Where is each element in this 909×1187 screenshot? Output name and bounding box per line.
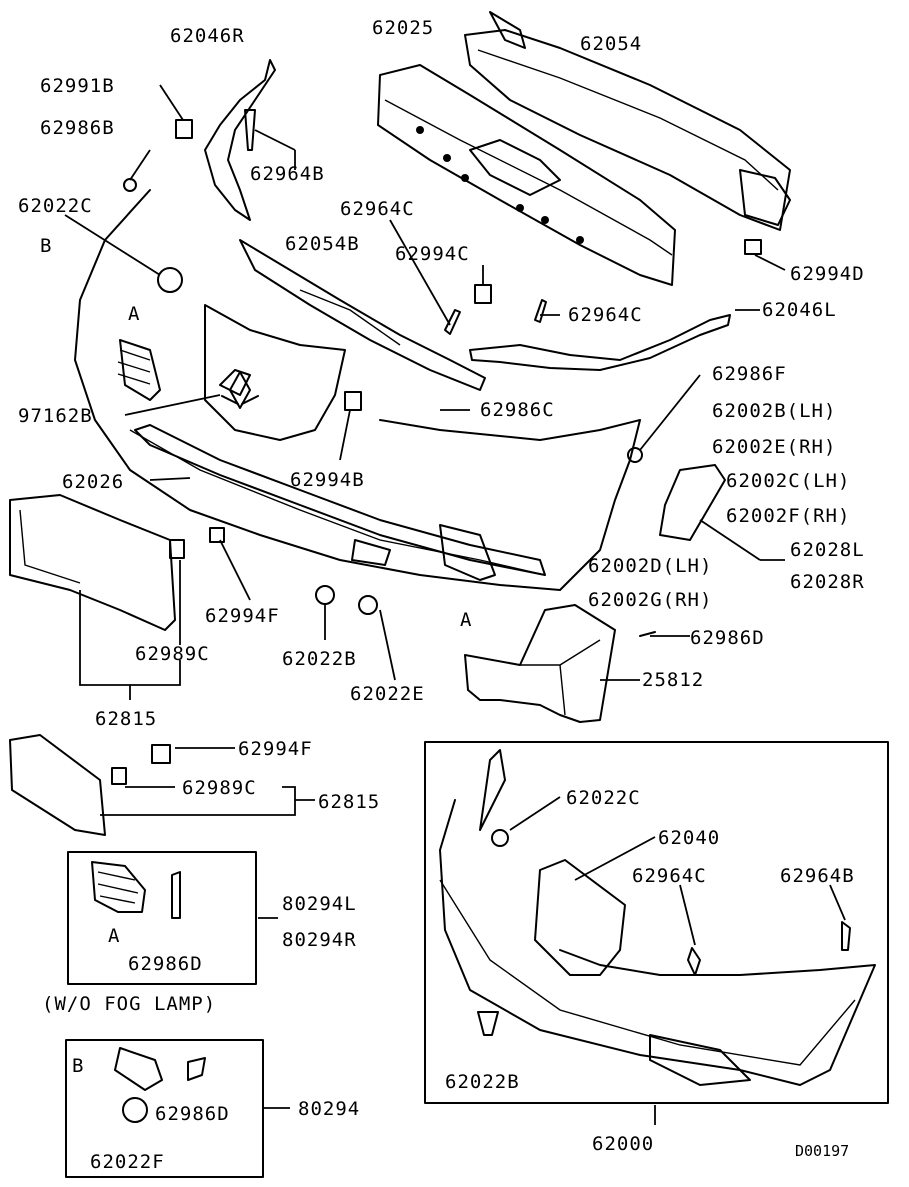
duct-25812 <box>464 604 616 723</box>
leader-lines <box>64 84 846 1125</box>
label-62022C-top: 62022C <box>18 195 93 217</box>
label-62002D-LH: 62002D(LH) <box>588 555 712 577</box>
bracket-62046L <box>469 314 731 371</box>
label-62964C-mid: 62964C <box>568 304 643 326</box>
letter-b-upper: B <box>40 235 52 257</box>
label-62994F-bottom: 62994F <box>238 738 313 760</box>
label-62986D-mid: 62986D <box>690 627 765 649</box>
fog-cover-box <box>67 851 257 985</box>
label-62046R: 62046R <box>170 25 245 47</box>
label-62994C: 62994C <box>395 243 470 265</box>
bracket-62054B <box>239 239 486 391</box>
label-62986F: 62986F <box>712 363 787 385</box>
letter-a-lower: A <box>460 609 472 631</box>
label-62986D-fog: 62986D <box>128 953 203 975</box>
label-62986D-bracket: 62986D <box>155 1103 230 1125</box>
label-62028R: 62028R <box>790 571 865 593</box>
letter-b-lower: B <box>72 1055 84 1077</box>
label-62986B: 62986B <box>40 117 115 139</box>
label-62022C-box: 62022C <box>566 787 641 809</box>
label-62815-top: 62815 <box>95 708 157 730</box>
grille-a-left <box>117 349 151 385</box>
part-labels: 62046R 62025 62054 62991B 62986B 62964B … <box>18 17 865 1173</box>
label-62994F-top: 62994F <box>205 605 280 627</box>
plate-base-62815-bottom <box>9 734 106 836</box>
reinforcement-62054 <box>464 11 791 231</box>
drawing-code: D00197 <box>795 1142 849 1160</box>
label-25812: 25812 <box>642 669 704 691</box>
label-62000: 62000 <box>592 1133 654 1155</box>
label-62022B-mid: 62022B <box>282 648 357 670</box>
bracket-62046R <box>204 59 276 221</box>
label-62054B: 62054B <box>285 233 360 255</box>
label-62989C-bottom: 62989C <box>182 777 257 799</box>
plate-base-62815-top <box>9 494 176 631</box>
label-62054: 62054 <box>580 33 642 55</box>
bumper-fascia <box>74 189 641 591</box>
label-62028L: 62028L <box>790 539 865 561</box>
bumper-assembly-62000-box <box>424 741 889 1104</box>
label-62002B-LH: 62002B(LH) <box>712 400 836 422</box>
bracket-62028 <box>659 464 726 541</box>
label-80294: 80294 <box>298 1098 360 1120</box>
emblem-97162B <box>221 371 259 409</box>
label-62994D: 62994D <box>790 263 865 285</box>
label-62994B: 62994B <box>290 469 365 491</box>
label-62815-bottom: 62815 <box>318 791 380 813</box>
label-62025: 62025 <box>372 17 434 39</box>
letter-a-fog: A <box>108 925 120 947</box>
label-62026: 62026 <box>62 471 124 493</box>
label-62964C-top: 62964C <box>340 198 415 220</box>
label-62040: 62040 <box>658 827 720 849</box>
label-62002G-RH: 62002G(RH) <box>588 589 712 611</box>
label-97162B: 97162B <box>18 405 93 427</box>
label-62046L: 62046L <box>762 299 837 321</box>
label-62022B-box: 62022B <box>445 1071 520 1093</box>
note-without-fog-lamp: (W/O FOG LAMP) <box>42 993 216 1015</box>
label-62989C-top: 62989C <box>135 643 210 665</box>
label-62986C: 62986C <box>480 399 555 421</box>
label-80294R: 80294R <box>282 929 357 951</box>
label-62002C-LH: 62002C(LH) <box>726 470 850 492</box>
label-62022E: 62022E <box>350 683 425 705</box>
label-62964C-box: 62964C <box>632 865 707 887</box>
label-62022F: 62022F <box>90 1151 165 1173</box>
letter-a-upper: A <box>128 303 140 325</box>
label-62991B: 62991B <box>40 75 115 97</box>
label-62964B-box: 62964B <box>780 865 855 887</box>
label-62964B-top: 62964B <box>250 163 325 185</box>
label-80294L: 80294L <box>282 893 357 915</box>
label-62002F-RH: 62002F(RH) <box>726 505 850 527</box>
absorber-62025 <box>377 64 676 286</box>
label-62002E-RH: 62002E(RH) <box>712 436 836 458</box>
